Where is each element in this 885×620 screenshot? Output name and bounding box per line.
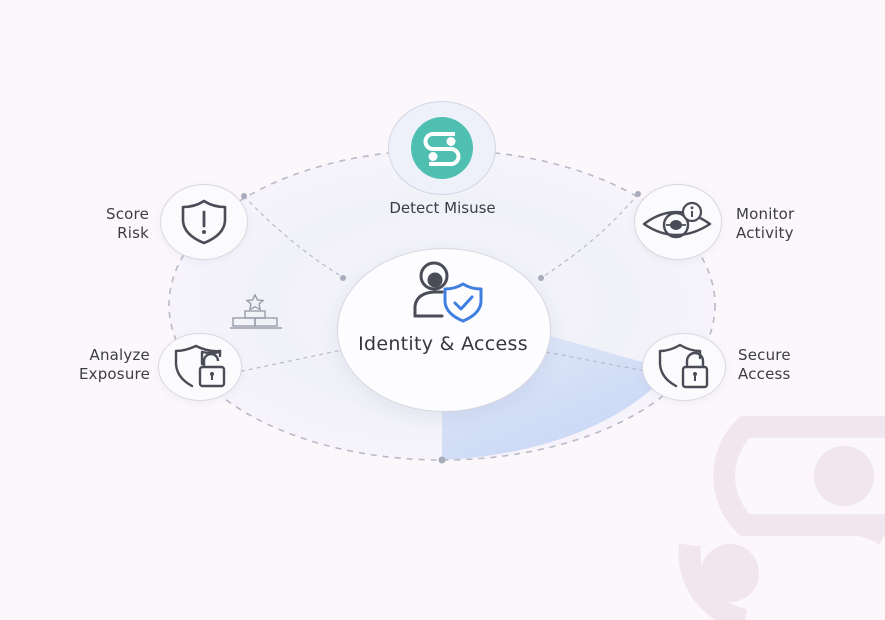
center-title: Identity & Access	[358, 333, 528, 355]
detect-misuse-node[interactable]	[388, 101, 496, 195]
score-risk-node[interactable]	[160, 184, 248, 260]
toggle-logo-icon	[411, 117, 473, 179]
shield-unlock-icon	[174, 344, 226, 388]
analyze-exposure-node[interactable]	[158, 333, 242, 401]
monitor-activity-node[interactable]	[634, 184, 722, 260]
shield-alert-icon	[181, 199, 227, 245]
eye-info-icon	[642, 201, 712, 239]
monitor-activity-label: Monitor Activity	[736, 205, 795, 242]
analyze-exposure-label: Analyze Exposure	[78, 346, 150, 383]
shield-lock-icon	[658, 343, 709, 389]
identity-access-center-node[interactable]	[337, 248, 551, 412]
secure-access-label: Secure Access	[738, 346, 791, 383]
detect-misuse-label: Detect Misuse	[389, 199, 496, 217]
watermark-dot-bottom	[701, 544, 759, 602]
watermark-dot-top	[814, 446, 874, 506]
hierarchy-star-icon	[230, 293, 282, 329]
user-shield-check-icon	[413, 261, 483, 323]
secure-access-node[interactable]	[642, 333, 726, 401]
score-risk-label: Score Risk	[105, 205, 149, 242]
watermark-toggle-logo	[678, 416, 885, 620]
